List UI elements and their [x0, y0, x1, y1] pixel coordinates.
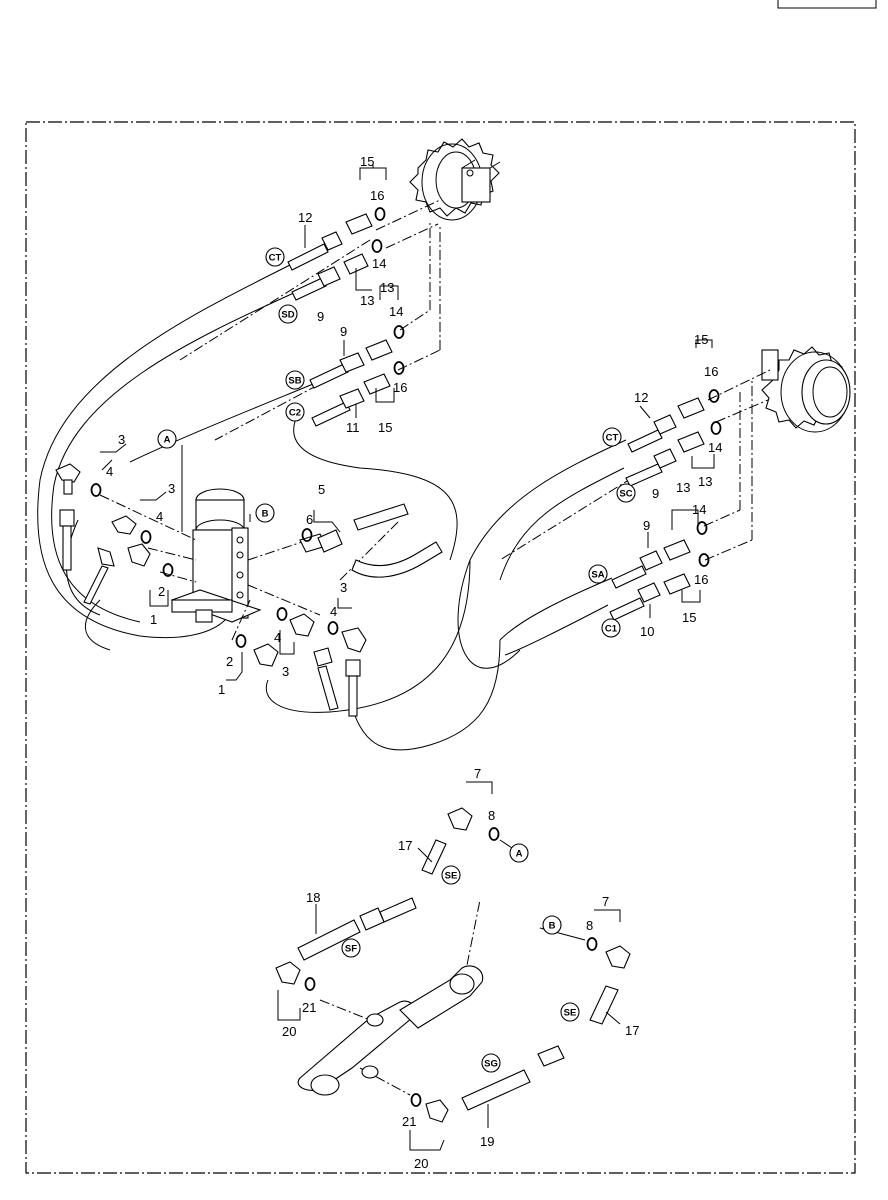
fittings-lower — [275, 807, 631, 1123]
fittings-upper-right — [609, 389, 722, 621]
tag-sa: SA — [591, 570, 604, 581]
label-1-a: 1 — [150, 612, 157, 627]
label-15-d: 15 — [682, 610, 696, 625]
label-12-b: 12 — [634, 390, 648, 405]
label-14-a: 14 — [372, 256, 386, 271]
label-9-b: 9 — [340, 324, 347, 339]
connection-lines — [99, 199, 771, 1096]
label-16-c: 16 — [704, 364, 718, 379]
label-16-b: 16 — [393, 380, 407, 395]
tag-sf: SF — [345, 944, 357, 955]
label-15-c: 15 — [694, 332, 708, 347]
label-2-b: 2 — [226, 654, 233, 669]
label-4-d: 4 — [274, 630, 281, 645]
tag-ct-a: CT — [269, 253, 282, 264]
page-ref-box — [777, 0, 877, 9]
label-18: 18 — [306, 890, 320, 905]
tag-sg: SG — [484, 1059, 498, 1070]
label-13-a: 13 — [360, 293, 374, 308]
label-17-a: 17 — [398, 838, 412, 853]
label-21-b: 21 — [402, 1114, 416, 1129]
label-10: 10 — [640, 624, 654, 639]
label-4-b: 4 — [156, 509, 163, 524]
connection-tags: CT SD SB C2 A B CT SC SA C1 A SE SF B SE… — [157, 247, 636, 1073]
label-3-d: 3 — [282, 664, 289, 679]
label-20-a: 20 — [282, 1024, 296, 1039]
label-9-a: 9 — [317, 309, 324, 324]
hose-routes — [37, 264, 627, 751]
tag-a-lower: A — [516, 849, 523, 860]
label-15-a: 15 — [360, 154, 374, 169]
leader-lines — [100, 164, 715, 1151]
label-7-a: 7 — [474, 766, 481, 781]
upper-left-sprocket — [409, 138, 501, 221]
label-8-b: 8 — [586, 918, 593, 933]
label-7-b: 7 — [602, 894, 609, 909]
tag-sb: SB — [288, 376, 301, 387]
label-4-c: 4 — [330, 604, 337, 619]
label-16-d: 16 — [694, 572, 708, 587]
tag-ct-b: CT — [606, 433, 619, 444]
label-19: 19 — [480, 1134, 494, 1149]
label-9-d: 9 — [643, 518, 650, 533]
label-12-a: 12 — [298, 210, 312, 225]
part-number-labels: 15 16 12 14 9 13 13 14 9 16 11 15 15 16 … — [106, 154, 722, 1171]
tag-c2: C2 — [289, 408, 301, 419]
tag-b-lower: B — [549, 921, 556, 932]
fittings-upper-left — [287, 207, 405, 427]
label-13-c: 13 — [698, 474, 712, 489]
label-21-a: 21 — [302, 1000, 316, 1015]
fittings-center — [55, 463, 443, 717]
label-3-b: 3 — [168, 481, 175, 496]
label-14-c: 14 — [708, 440, 722, 455]
label-2-a: 2 — [158, 584, 165, 599]
label-4-a: 4 — [106, 464, 113, 479]
tag-sd: SD — [281, 310, 294, 321]
label-17-b: 17 — [625, 1023, 639, 1038]
label-3-a: 3 — [118, 432, 125, 447]
upper-right-sprocket — [761, 346, 851, 433]
label-3-c: 3 — [340, 580, 347, 595]
label-9-c: 9 — [652, 486, 659, 501]
label-15-b: 15 — [378, 420, 392, 435]
diagram-frame — [25, 121, 856, 1174]
label-13-b: 13 — [380, 280, 394, 295]
tag-b-upper: B — [262, 509, 269, 520]
label-13-d: 13 — [676, 480, 690, 495]
label-6: 6 — [306, 512, 313, 527]
tag-a-upper: A — [164, 435, 171, 446]
label-16-a: 16 — [370, 188, 384, 203]
rotary-joint — [170, 488, 262, 623]
label-20-b: 20 — [414, 1156, 428, 1171]
label-8-a: 8 — [488, 808, 495, 823]
tag-se-b: SE — [564, 1008, 577, 1019]
tag-sc: SC — [619, 489, 632, 500]
label-1-b: 1 — [218, 682, 225, 697]
label-11: 11 — [346, 420, 360, 435]
tag-se-a: SE — [445, 871, 458, 882]
label-14-b: 14 — [389, 304, 403, 319]
label-14-d: 14 — [692, 502, 706, 517]
label-5: 5 — [318, 482, 325, 497]
tag-c1: C1 — [605, 624, 618, 635]
